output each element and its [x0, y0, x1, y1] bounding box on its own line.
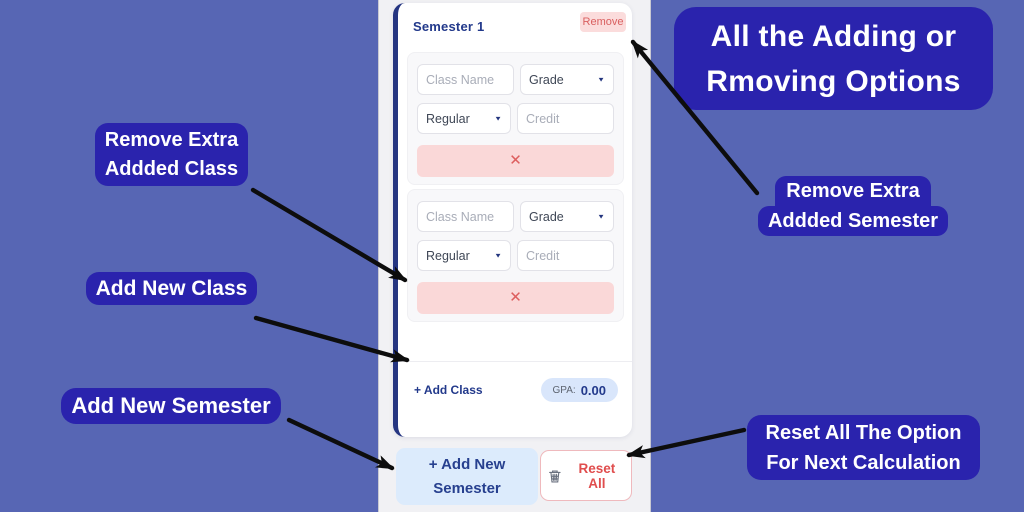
chevron-down-icon: ▼ [494, 114, 502, 123]
callout-line: Add New Semester [71, 393, 271, 418]
class-fields-row: Grade ▼ [417, 64, 614, 95]
callout-line: Addded Class [104, 158, 239, 180]
callout-line: For Next Calculation [766, 452, 961, 474]
class-row-group: Grade ▼ Regular ▼ ✕ [407, 189, 624, 322]
delete-class-button[interactable]: ✕ [417, 145, 614, 177]
callout-add-new-class: Add New Class [86, 272, 257, 305]
semester-card: Semester 1 Remove Grade ▼ Regular ▼ ✕ [393, 3, 632, 437]
reset-all-button[interactable]: Reset All [540, 450, 632, 501]
class-fields-row: Grade ▼ [417, 201, 614, 232]
class-fields-row: Regular ▼ [417, 103, 614, 134]
class-name-input[interactable] [417, 201, 514, 232]
callout-line: Reset All The Option [765, 422, 962, 444]
credit-input[interactable] [517, 103, 614, 134]
delete-class-button[interactable]: ✕ [417, 282, 614, 314]
gpa-value: 0.00 [580, 382, 606, 398]
semester-card-header: Semester 1 Remove [398, 3, 632, 47]
callout-line: Rmoving Options [706, 65, 961, 98]
grade-select[interactable]: Grade ▼ [520, 64, 614, 95]
class-type-select-value: Regular [426, 248, 470, 263]
gpa-badge: GPA: 0.00 [540, 378, 618, 402]
callout-add-new-semester: Add New Semester [61, 388, 281, 424]
callout-line: Add New Class [95, 277, 248, 300]
class-type-select-value: Regular [426, 111, 470, 126]
chevron-down-icon: ▼ [597, 75, 605, 84]
grade-select[interactable]: Grade ▼ [520, 201, 614, 232]
grade-select-value: Grade [529, 209, 564, 224]
remove-semester-button[interactable]: Remove [580, 12, 626, 32]
semester-card-footer: + Add Class GPA: 0.00 [398, 361, 632, 402]
class-name-input[interactable] [417, 64, 514, 95]
callout-line: Remove Extra [104, 129, 239, 151]
chevron-down-icon: ▼ [494, 251, 502, 260]
add-class-button[interactable]: + Add Class [414, 383, 483, 397]
arrow-to-add-semester [286, 417, 395, 471]
callout-line: Addded Semester [758, 206, 948, 236]
reset-all-label: Reset All [578, 460, 616, 491]
add-semester-label-line1: + Add New [428, 456, 506, 473]
gpa-label: GPA: [552, 384, 576, 396]
callout-remove-extra-class: Remove Extra Addded Class [95, 123, 248, 186]
class-type-select[interactable]: Regular ▼ [417, 240, 511, 271]
chevron-down-icon: ▼ [597, 212, 605, 221]
callout-adding-removing-options: All the Adding or Rmoving Options [674, 7, 993, 110]
class-type-select[interactable]: Regular ▼ [417, 103, 511, 134]
class-fields-row: Regular ▼ [417, 240, 614, 271]
callout-remove-extra-semester: Remove Extra Addded Semester [758, 176, 948, 236]
callout-line: All the Adding or [710, 20, 957, 53]
class-row-group: Grade ▼ Regular ▼ ✕ [407, 52, 624, 185]
credit-input[interactable] [517, 240, 614, 271]
callout-line: Remove Extra [775, 176, 931, 206]
trash-icon [549, 470, 561, 482]
semester-title: Semester 1 [413, 19, 485, 34]
add-new-semester-button[interactable]: + Add New Semester [396, 448, 538, 505]
add-semester-label-line2: Semester [433, 480, 501, 497]
grade-select-value: Grade [529, 72, 564, 87]
callout-reset-all-option: Reset All The Option For Next Calculatio… [747, 415, 980, 480]
